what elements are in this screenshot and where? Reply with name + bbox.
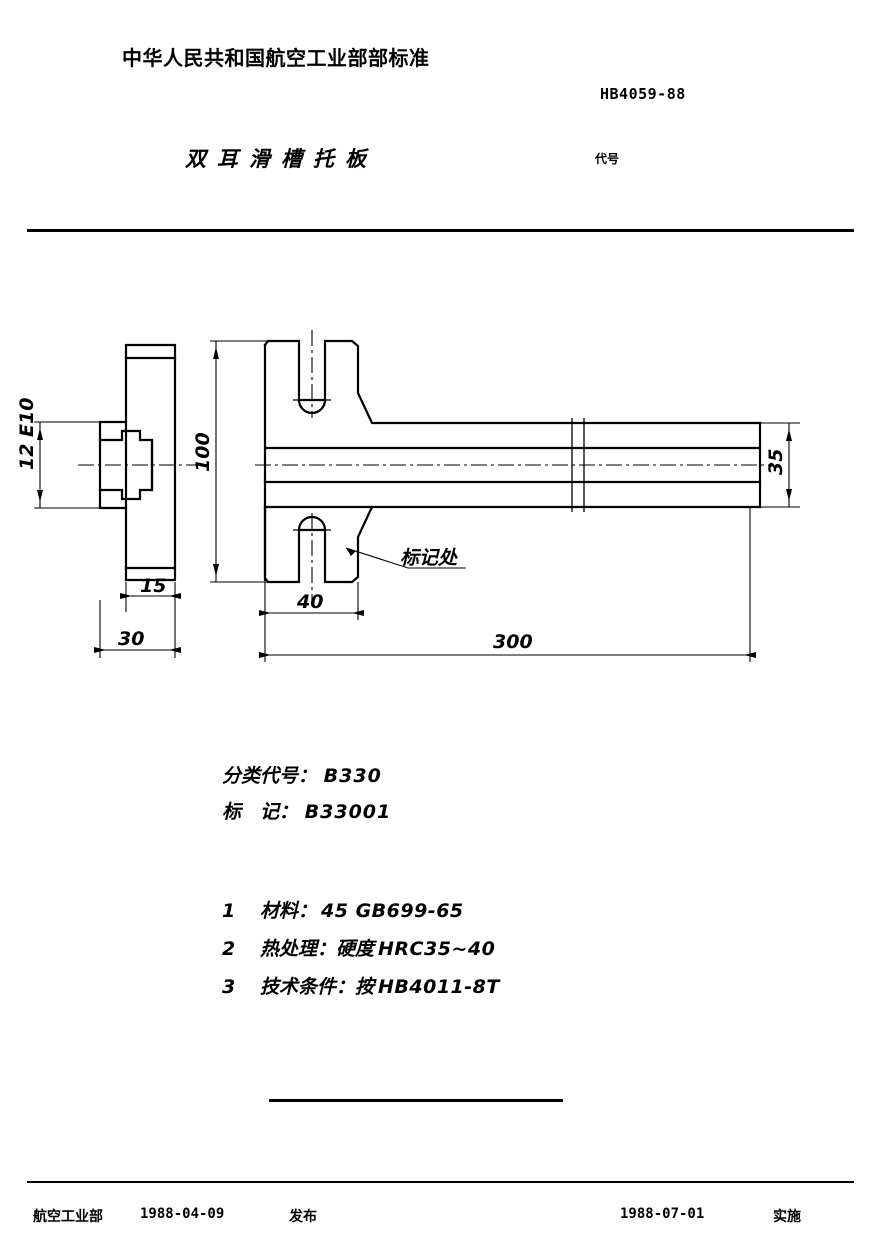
note-item: 2 热处理：硬度 HRC35~40 xyxy=(222,934,500,961)
note-number: 1 xyxy=(222,900,236,922)
dimension-15: 15 xyxy=(120,575,181,612)
svg-text:15: 15 xyxy=(140,575,166,597)
classification-code-value: B330 xyxy=(323,765,382,787)
svg-text:300: 300 xyxy=(493,631,533,653)
dimension-40: 40 xyxy=(259,582,364,620)
note-label: 材料： xyxy=(260,900,318,922)
left-section-view: 12 E10 15 30 xyxy=(16,343,197,658)
note-label: 技术条件：按 xyxy=(260,976,375,998)
footer-issue-word: 发布 xyxy=(289,1209,317,1225)
svg-text:30: 30 xyxy=(118,628,144,650)
svg-text:12 E10: 12 E10 xyxy=(16,398,38,470)
classification-code-colon: ： xyxy=(298,765,318,787)
footer-effective-word: 实施 xyxy=(773,1209,801,1225)
marking-annotation: 标记处 xyxy=(345,547,466,569)
dimension-12-E10: 12 E10 xyxy=(16,398,100,509)
svg-text:40: 40 xyxy=(296,591,323,613)
note-item: 3 技术条件：按 HB4011-8T xyxy=(222,972,500,999)
standard-organization-title: 中华人民共和国航空工业部部标准 xyxy=(122,46,430,70)
header-divider-rule xyxy=(27,229,854,232)
footer-issuer: 航空工业部 xyxy=(33,1209,103,1225)
classification-code-label: 分类代号 xyxy=(222,765,299,787)
mark-code-line: 标 记： B33001 xyxy=(222,797,391,824)
main-front-view: 标记处 xyxy=(255,330,772,600)
standard-number: HB4059-88 xyxy=(600,85,686,103)
dimension-300: 300 xyxy=(259,507,756,662)
dimension-30: 30 xyxy=(94,600,181,658)
mark-code-value: B33001 xyxy=(304,801,392,823)
note-value: HRC35~40 xyxy=(378,938,496,960)
footer-issue-date: 1988-04-09 xyxy=(140,1206,225,1222)
note-number: 2 xyxy=(222,938,236,960)
svg-text:100: 100 xyxy=(192,432,214,472)
note-label: 热处理：硬度 xyxy=(260,938,375,960)
dimension-100: 100 xyxy=(192,340,268,583)
marking-annotation-text: 标记处 xyxy=(400,547,458,569)
footer-divider-rule xyxy=(27,1181,854,1183)
note-value: HB4011-8T xyxy=(378,976,500,998)
technical-drawing: 12 E10 15 30 xyxy=(0,300,881,720)
classification-code-line: 分类代号： B330 xyxy=(222,761,382,788)
technical-notes-list: 1 材料： 45 GB699-65 2 热处理：硬度 HRC35~40 3 技术… xyxy=(222,896,500,1010)
svg-text:35: 35 xyxy=(765,449,787,475)
note-item: 1 材料： 45 GB699-65 xyxy=(222,896,500,923)
drawing-svg: 12 E10 15 30 xyxy=(16,330,800,662)
footer-effective-date: 1988-07-01 xyxy=(620,1206,705,1222)
notes-divider-rule xyxy=(269,1099,563,1102)
code-label: 代号 xyxy=(595,152,620,166)
part-name-title: 双耳滑槽托板 xyxy=(185,147,377,171)
dimension-35: 35 xyxy=(760,422,800,508)
mark-code-label: 标 记 xyxy=(222,801,280,823)
note-value: 45 GB699-65 xyxy=(321,900,464,922)
note-number: 3 xyxy=(222,976,236,998)
mark-code-colon: ： xyxy=(279,801,299,823)
